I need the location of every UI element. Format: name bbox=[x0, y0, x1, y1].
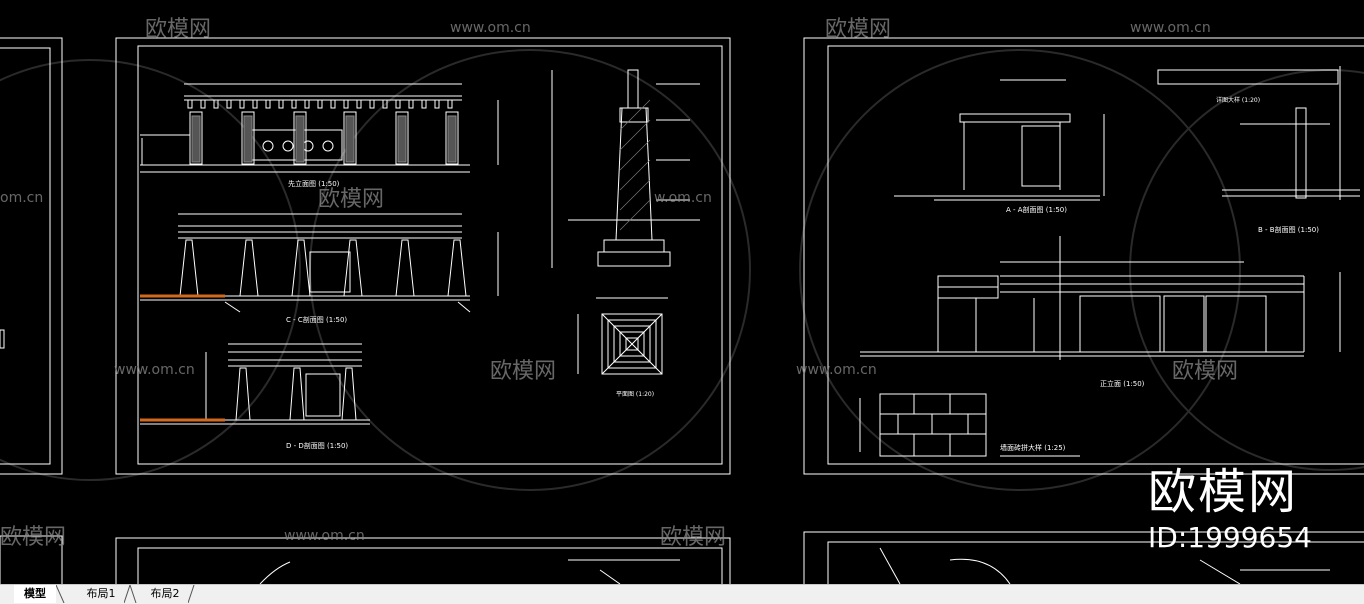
tab-layout-2[interactable]: 布局2 bbox=[150, 587, 180, 600]
sheet-left-outer bbox=[0, 37, 63, 475]
svg-text:欧模网: 欧模网 bbox=[0, 525, 66, 550]
sheet-1-outer bbox=[115, 37, 731, 475]
watermarks: 欧模网 欧模网 欧模网 欧模网 欧模网 欧模网 欧模网 bbox=[0, 17, 1238, 550]
section-d bbox=[140, 343, 370, 425]
svg-text:www.om.cn: www.om.cn bbox=[114, 362, 195, 378]
svg-text:欧模网: 欧模网 bbox=[660, 525, 726, 550]
section-aa bbox=[894, 79, 1105, 201]
label-sect-a: A - A剖面图 (1:50) bbox=[1006, 205, 1067, 214]
label-elev-c: C - C剖面图 (1:50) bbox=[286, 315, 347, 324]
svg-text:欧模网: 欧模网 bbox=[825, 17, 891, 42]
layout-tab-bar: 模型 布局1 布局2 bbox=[0, 584, 1364, 604]
tab-separator bbox=[188, 585, 195, 603]
label-pier-plan: 平面图 (1:20) bbox=[616, 391, 654, 398]
tab-separator bbox=[56, 585, 65, 603]
section-bb bbox=[1157, 66, 1360, 200]
label-sect-b: B - B剖面图 (1:50) bbox=[1258, 225, 1319, 234]
sheet-1-inner bbox=[137, 45, 723, 465]
svg-text:www.om.cn: www.om.cn bbox=[1130, 20, 1211, 36]
label-detail: 详图大样 (1:20) bbox=[1216, 96, 1260, 104]
svg-text:www.om.cn: www.om.cn bbox=[796, 362, 877, 378]
tab-layout-1[interactable]: 布局1 bbox=[86, 587, 116, 600]
svg-text:欧模网: 欧模网 bbox=[1172, 359, 1238, 384]
svg-text:om.cn: om.cn bbox=[0, 190, 43, 206]
svg-text:欧模网: 欧模网 bbox=[490, 359, 556, 384]
sheet-2-outer bbox=[803, 37, 1364, 475]
section-c bbox=[140, 213, 499, 313]
drawing-sheets: 先立面图 (1:50) C - C剖面图 (1:50) D - D剖面 bbox=[0, 17, 1364, 584]
pier-plan bbox=[577, 297, 668, 375]
sheet-4-outer bbox=[803, 531, 1364, 584]
sheet-3-outer bbox=[115, 537, 731, 584]
svg-text:www.om.cn: www.om.cn bbox=[450, 20, 531, 36]
svg-text:w.om.cn: w.om.cn bbox=[654, 190, 712, 206]
tab-model[interactable]: 模型 bbox=[14, 585, 56, 603]
cad-model-space[interactable]: 先立面图 (1:50) C - C剖面图 (1:50) D - D剖面 bbox=[0, 0, 1364, 584]
label-wall-detail: 墙面砖拼大样 (1:25) bbox=[1000, 443, 1066, 452]
front-elevation bbox=[860, 236, 1341, 360]
label-elev-a: 先立面图 (1:50) bbox=[288, 179, 340, 188]
sheet-2-inner bbox=[827, 45, 1364, 465]
svg-text:www.om.cn: www.om.cn bbox=[284, 528, 365, 544]
label-front-elev: 正立面 (1:50) bbox=[1100, 379, 1145, 388]
brick-detail bbox=[859, 393, 1080, 457]
pier-section bbox=[551, 69, 700, 268]
svg-text:欧模网: 欧模网 bbox=[318, 187, 384, 212]
tab-separator bbox=[124, 585, 137, 603]
label-elev-d: D - D剖面图 (1:50) bbox=[286, 441, 348, 450]
sheet-left-inner bbox=[0, 47, 51, 465]
svg-text:欧模网: 欧模网 bbox=[145, 17, 211, 42]
